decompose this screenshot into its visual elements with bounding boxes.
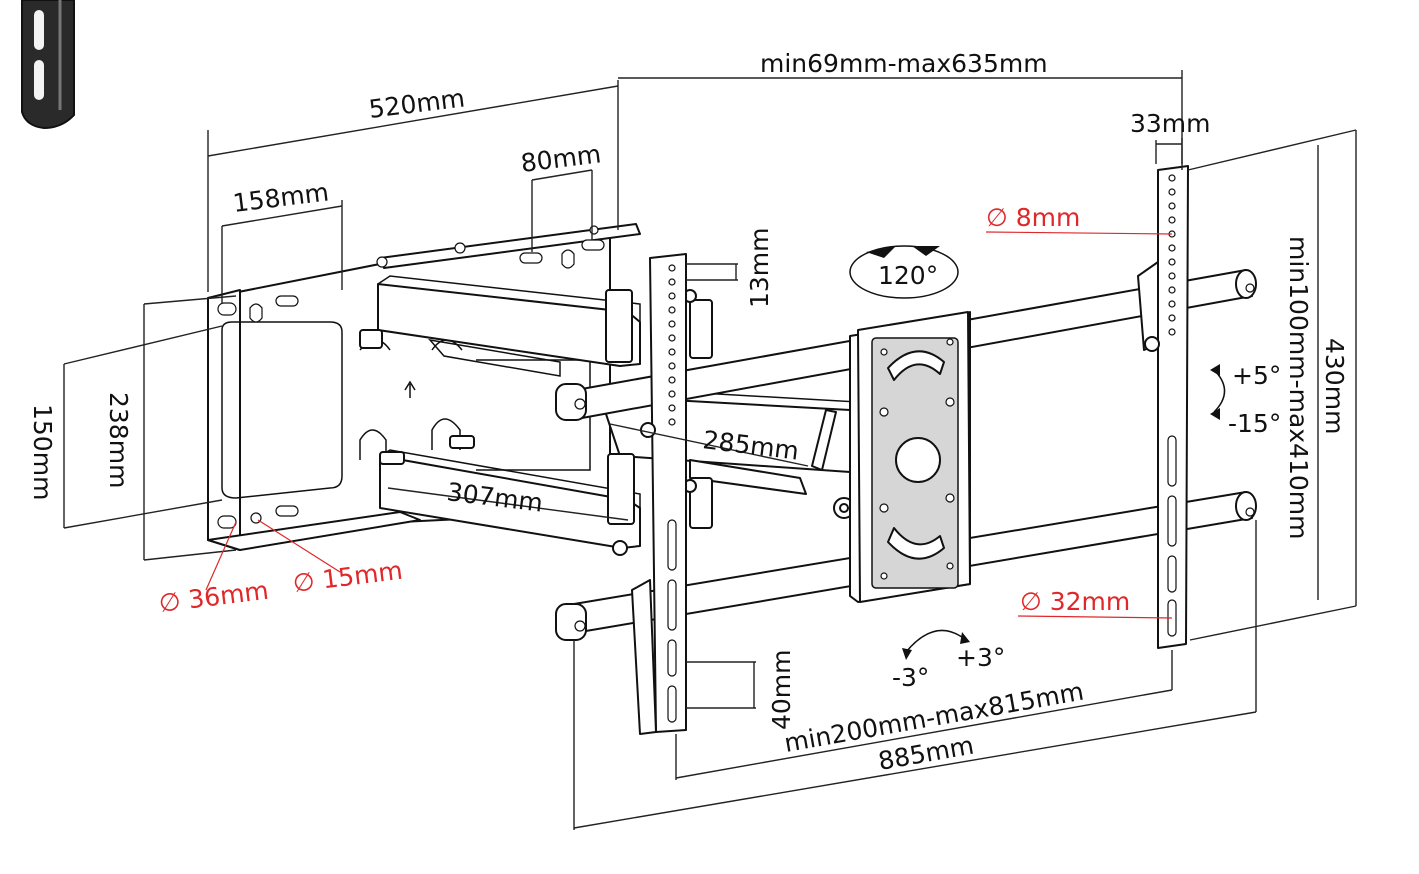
right-vertical-bracket (1137, 165, 1189, 649)
label-bracket-width: 33mm (1130, 109, 1211, 138)
callout-wall-hole-large: ∅ 36mm (157, 576, 270, 618)
label-swivel-left: -3° (892, 663, 929, 692)
label-hole-spacing-vertical: 150mm (28, 404, 57, 500)
label-tilt-down: -15° (1228, 409, 1281, 438)
callout-wall-hole-small: ∅ 15mm (291, 556, 404, 598)
label-overall-height: 430mm (1320, 338, 1349, 434)
center-plate (849, 311, 971, 603)
callout-lines (205, 231, 1173, 619)
left-vertical-bracket (631, 253, 687, 735)
rotation-indicators (849, 245, 1226, 660)
cropped-bracket-fragment (21, 0, 75, 130)
label-slot-height: 13mm (745, 227, 774, 308)
label-wall-plate-width: 520mm (367, 83, 466, 124)
label-rotation: 120° (878, 261, 938, 290)
label-hole-spacing-left: 158mm (231, 177, 330, 218)
dimension-lines (63, 70, 1357, 830)
label-hole-spacing-top: 80mm (519, 139, 602, 178)
swing-arms (359, 275, 860, 556)
label-swivel-right: +3° (956, 643, 1005, 672)
label-wall-plate-height: 238mm (104, 392, 133, 488)
label-lower-slot-height: 40mm (767, 649, 796, 730)
callout-bolt-hole: ∅ 8mm (986, 203, 1080, 232)
label-vertical-hole-range: min100mm-max410mm (1284, 236, 1313, 539)
callout-rail-diameter: ∅ 32mm (1020, 587, 1130, 616)
label-rail-range: min69mm-max635mm (760, 49, 1048, 78)
label-tilt-up: +5° (1232, 361, 1281, 390)
